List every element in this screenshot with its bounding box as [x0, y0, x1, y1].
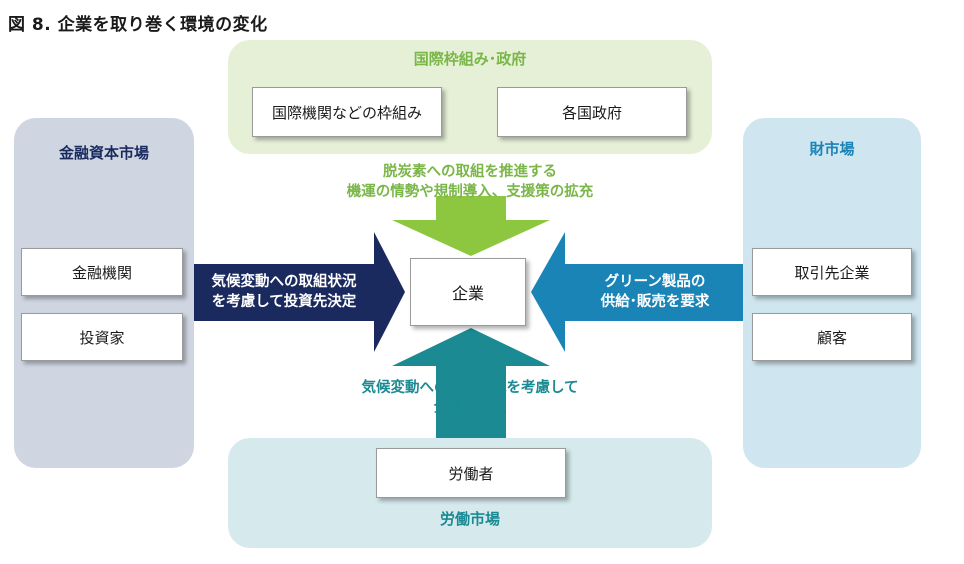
box-national-governments: 各国政府	[497, 87, 687, 137]
panel-label-international-government: 国際枠組み･政府	[413, 50, 527, 68]
box-customers: 顧客	[752, 313, 912, 361]
arrow-text-bottom: 気候変動への取組状況を考慮して 企業を選択	[300, 378, 640, 418]
box-workers: 労働者	[376, 448, 566, 498]
arrow-text-right-line1: グリーン製品の	[604, 274, 706, 290]
arrow-bottom-up	[392, 328, 550, 438]
panel-label-financial-capital-market: 金融資本市場	[58, 144, 149, 162]
arrow-text-left-line2: を考慮して投資先決定	[211, 294, 357, 310]
panel-label-labor-market: 労働市場	[439, 510, 500, 528]
box-financial-institutions: 金融機関	[21, 248, 183, 296]
arrow-text-bottom-line1: 気候変動への取組状況を考慮して	[361, 380, 579, 396]
arrow-text-top: 脱炭素への取組を推進する 機運の情勢や規制導入、支援策の拡充	[280, 162, 660, 202]
box-investors: 投資家	[21, 313, 183, 361]
arrow-text-top-line1: 脱炭素への取組を推進する	[383, 164, 557, 180]
arrow-top-down	[392, 196, 550, 256]
figure-title: 図 8. 企業を取り巻く環境の変化	[8, 15, 268, 35]
arrow-text-top-line2: 機運の情勢や規制導入、支援策の拡充	[346, 184, 594, 200]
box-business-partners: 取引先企業	[752, 248, 912, 296]
arrow-text-bottom-line2: 企業を選択	[433, 400, 507, 416]
arrow-text-right: グリーン製品の 供給･販売を要求	[570, 272, 740, 312]
arrow-left-right	[194, 232, 405, 352]
arrow-right-left	[531, 232, 743, 352]
arrow-text-left-line1: 気候変動への取組状況	[211, 274, 357, 290]
box-international-frameworks: 国際機関などの枠組み	[252, 87, 442, 137]
arrow-text-right-line2: 供給･販売を要求	[600, 294, 710, 310]
arrow-text-left: 気候変動への取組状況 を考慮して投資先決定	[194, 272, 374, 312]
panel-label-goods-market: 財市場	[809, 140, 855, 158]
box-company: 企業	[410, 258, 526, 326]
